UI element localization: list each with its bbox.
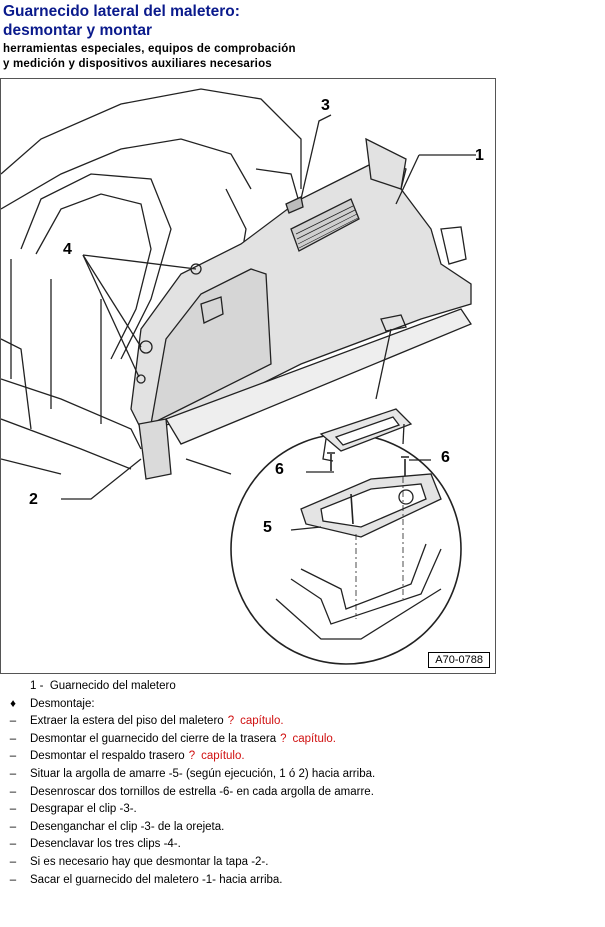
dash-marker: –: [9, 715, 17, 728]
heading-text: Desmontaje:: [30, 697, 95, 710]
dash-marker: –: [9, 732, 17, 745]
question-icon: ?: [280, 732, 287, 745]
dash-marker: –: [9, 838, 17, 851]
dash-marker: –: [9, 803, 17, 816]
tools-subtitle: herramientas especiales, equipos de comp…: [3, 42, 296, 72]
bullet-icon: ♦: [10, 697, 16, 710]
step-text: Si es necesario hay que desmontar la tap…: [30, 855, 269, 868]
list-item: – Desenganchar el clip -3- de la orejeta…: [0, 819, 600, 837]
step-text: Situar la argolla de amarre -5- (según e…: [30, 767, 376, 780]
list-item: – Desmontar el respaldo trasero? capítulo…: [0, 748, 600, 766]
title-line-1: Guarnecido lateral del maletero:: [3, 3, 240, 20]
list-item: – Desenclavar los tres clips -4-.: [0, 836, 600, 854]
step-text: Desmontar el guarnecido del cierre de la…: [30, 732, 277, 745]
exploded-view-figure: 1 2 3 4 5 6 6 A70-0788: [0, 78, 496, 674]
list-item: – Desenroscar dos tornillos de estrella …: [0, 784, 600, 802]
list-item: – Sacar el guarnecido del maletero -1- h…: [0, 872, 600, 890]
list-item: – Si es necesario hay que desmontar la t…: [0, 854, 600, 872]
procedure-list: 1 - Guarnecido del maletero ♦ Desmontaje…: [0, 678, 600, 889]
dash-marker: –: [9, 855, 17, 868]
step-text: Extraer la estera del piso del maletero: [30, 715, 224, 728]
dash-marker: –: [9, 767, 17, 780]
legend-label: Guarnecido del maletero: [49, 680, 176, 692]
question-icon: ?: [188, 750, 196, 763]
legend-number: 1 -: [30, 680, 44, 692]
subtitle-line-1: herramientas especiales, equipos de comp…: [3, 43, 296, 55]
chapter-link[interactable]: capítulo.: [201, 750, 245, 763]
chapter-link[interactable]: capítulo.: [292, 732, 336, 745]
list-item: – Desmontar el guarnecido del cierre de …: [0, 731, 600, 749]
step-text: Desgrapar el clip -3-.: [30, 803, 137, 816]
dash-marker: –: [9, 750, 17, 763]
page-title: Guarnecido lateral del maletero: desmont…: [3, 2, 240, 40]
dash-marker: –: [9, 785, 17, 798]
step-text: Desmontar el respaldo trasero: [30, 750, 185, 763]
list-item: – Extraer la estera del piso del maleter…: [0, 713, 600, 731]
step-text: Desenclavar los tres clips -4-.: [30, 838, 181, 851]
figure-code: A70-0788: [428, 652, 490, 668]
title-line-2: desmontar y montar: [3, 22, 153, 39]
list-item: – Desgrapar el clip -3-.: [0, 801, 600, 819]
subtitle-line-2: y medición y dispositivos auxiliares nec…: [3, 58, 272, 70]
step-text: Desenganchar el clip -3- de la orejeta.: [30, 820, 225, 833]
callout-4: 4: [63, 241, 72, 258]
dash-marker: –: [9, 873, 17, 886]
callout-1: 1: [475, 147, 484, 164]
step-text: Desenroscar dos tornillos de estrella -6…: [30, 785, 374, 798]
callout-3: 3: [321, 97, 330, 114]
step-text: Sacar el guarnecido del maletero -1- hac…: [30, 873, 283, 886]
callout-5: 5: [263, 519, 272, 536]
trunk-trim-illustration: [1, 88, 476, 665]
chapter-link[interactable]: capítulo.: [240, 715, 284, 728]
legend-item-1: 1 - Guarnecido del maletero: [0, 678, 600, 696]
callout-6-right: 6: [441, 449, 450, 466]
callout-2: 2: [29, 491, 38, 508]
question-icon: ?: [227, 715, 235, 728]
list-item: – Situar la argolla de amarre -5- (según…: [0, 766, 600, 784]
callout-6-left: 6: [275, 461, 284, 478]
procedure-heading: ♦ Desmontaje:: [0, 696, 600, 714]
dash-marker: –: [9, 820, 17, 833]
